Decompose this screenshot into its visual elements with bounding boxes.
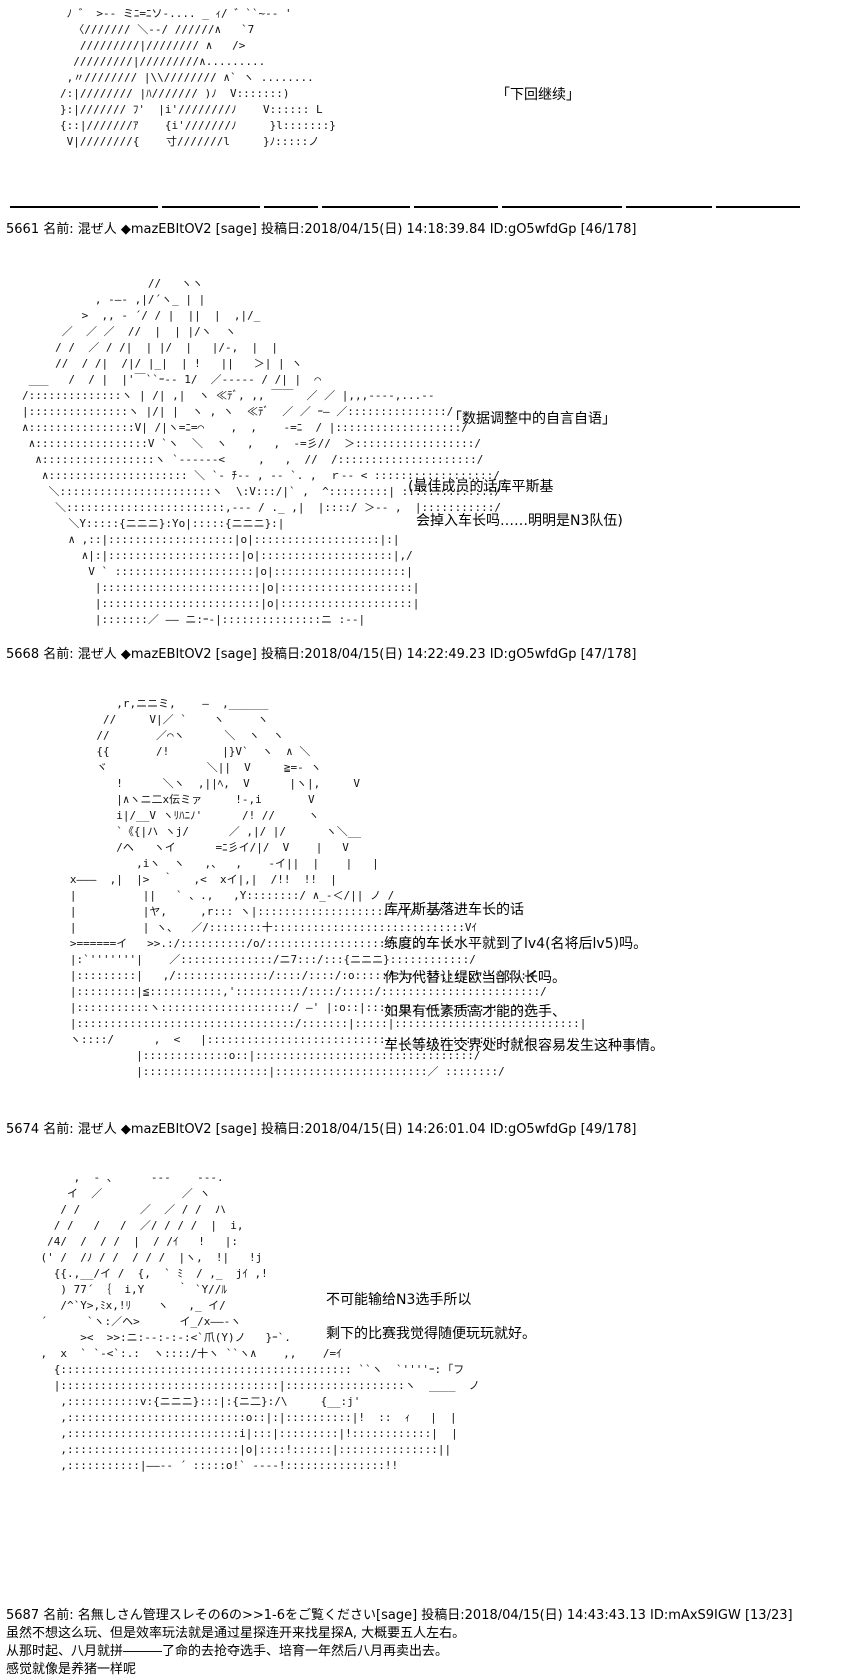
reply-line: 感觉就像是养猪一样呢	[6, 1662, 137, 1677]
post-header-5661: 5661 名前: 混ぜ人 ◆mazEBItOV2 [sage] 投稿日:2018…	[6, 222, 637, 237]
caption-line: 「数据调整中的自言自语」	[448, 411, 616, 427]
caption-line: 练度的车长水平就到了lv4(名将后lv5)吗。	[384, 936, 648, 952]
post-header-5668: 5668 名前: 混ぜ人 ◆mazEBItOV2 [sage] 投稿日:2018…	[6, 647, 637, 662]
ascii-art-5674: , - 、 --‐ -‐-. イ ／ ／ ヽ / / ／ ／ / / ハ / /…	[40, 1171, 480, 1472]
caption-line: (最佳成员的话库平斯基	[408, 479, 554, 495]
caption-line: 不可能输给N3选手所以	[326, 1292, 472, 1308]
caption-line: 如果有低素质高才能的选手、	[384, 1004, 566, 1020]
caption-block-5661: 「数据调整中的自言自语」 (最佳成员的话库平斯基 会掉入车长吗……明明是N3队伍…	[408, 402, 623, 538]
post-header-5687: 5687 名前: 名無しさん管理スレその6の>>1-6をご覧ください[sage]…	[6, 1608, 793, 1623]
ascii-art-5661: // ヽヽ , -―‐ ,|/´ヽ_ | | > ,, - ´/ / | || …	[22, 277, 501, 626]
caption-block-5674: 不可能输给N3选手所以 剩下的比赛我觉得随便玩玩就好。	[326, 1283, 536, 1351]
caption-line: 车长等级在交界处时就很容易发生这种事情。	[384, 1038, 664, 1054]
caption-line: 作为代替让缇欧当部队长吗。	[384, 970, 566, 986]
post-header-5674: 5674 名前: 混ぜ人 ◆mazEBItOV2 [sage] 投稿日:2018…	[6, 1122, 637, 1137]
caption-line: 库平斯基落进车长的话	[384, 902, 524, 918]
reply-line: 虽然不想这么玩、但是效率玩法就是通过星探连开来找星探A, 大概要五人左右。	[6, 1626, 466, 1641]
caption-line: 会掉入车长吗……明明是N3队伍)	[416, 513, 623, 529]
caption-line	[448, 436, 623, 470]
reply-5687: 5687 名前: 名無しさん管理スレその6の>>1-6をご覧ください[sage]…	[6, 1607, 793, 1679]
caption-continue: 「下回继续」	[496, 87, 580, 103]
ascii-art-5668: ,r,ニニミ, ― ,______ // V|／ ` ヽ ヽ // ／⌒ヽ ＼ …	[69, 697, 587, 1078]
divider-line	[10, 204, 800, 208]
caption-block-5668: 库平斯基落进车长的话 练度的车长水平就到了lv4(名将后lv5)吗。 作为代替让…	[384, 893, 664, 1063]
caption-line: 剩下的比赛我觉得随便玩玩就好。	[326, 1326, 536, 1342]
reply-line: 从那时起、八月就拼―――了命的去抢夺选手、培育一年然后八月再卖出去。	[6, 1644, 449, 1659]
ascii-art-top: ﾉ ゛ >-- ミﾆ=ﾆソ-.... _ ｨ/ ゛``~-- ' 〈//////…	[60, 7, 336, 148]
